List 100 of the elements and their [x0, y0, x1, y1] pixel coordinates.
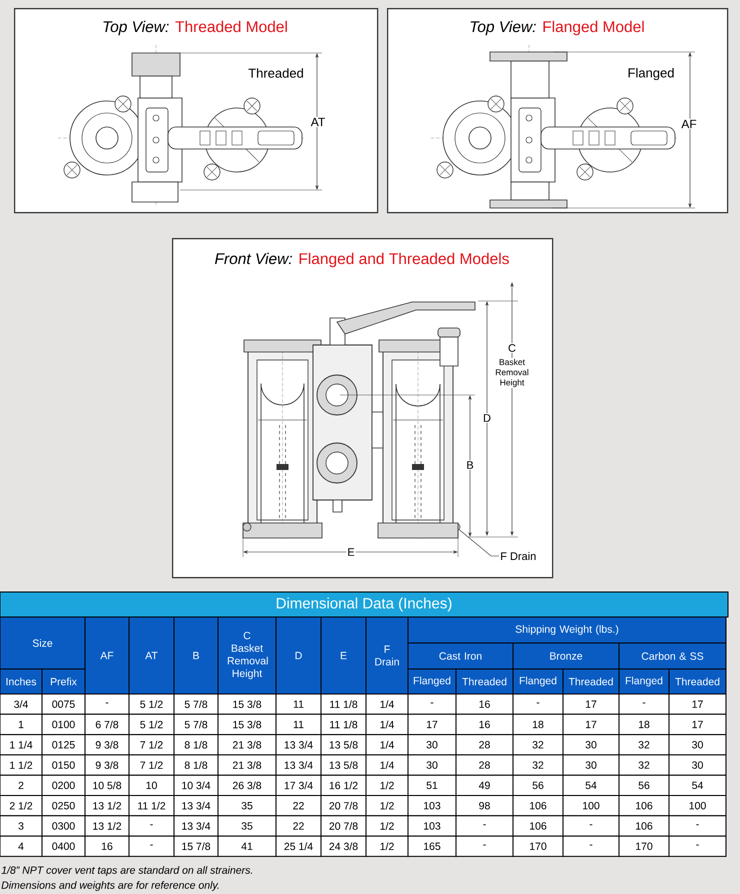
table-cell: 30 — [408, 734, 456, 756]
table-cell: 13 1/2 — [84, 795, 130, 816]
header-cell: Prefix — [42, 668, 86, 694]
table-cell: - — [128, 836, 174, 857]
table-cell: 10 3/4 — [174, 774, 218, 796]
table-cell: 13 5/8 — [320, 734, 366, 756]
table-cell: 54 — [668, 774, 726, 796]
table-cell: 30 — [562, 734, 620, 756]
header-cell: AT — [128, 616, 174, 694]
table-cell: 15 3/8 — [218, 714, 276, 736]
table-cell: 6 7/8 — [84, 714, 130, 736]
table-cell: 106 — [618, 795, 670, 816]
table-cell: 1/2 — [366, 774, 408, 796]
table-cell: 106 — [512, 815, 564, 837]
table-cell: 9 3/8 — [84, 754, 130, 776]
table-cell: 13 3/4 — [174, 795, 218, 816]
header-cell: D — [276, 616, 322, 694]
table-cell: 7 1/2 — [128, 754, 174, 776]
table-cell: 21 3/8 — [218, 734, 276, 756]
panel-title: Top View: Threaded Model — [103, 20, 287, 36]
table-cell: 0400 — [42, 836, 86, 857]
header-cell: Threaded — [562, 668, 620, 694]
table-cell: 22 — [276, 815, 322, 837]
table-cell: 54 — [562, 774, 620, 796]
table-cell: 49 — [456, 774, 514, 796]
dimension-label: D — [482, 413, 492, 423]
table-cell: 11 — [276, 694, 322, 715]
table-cell: 100 — [668, 795, 726, 816]
table-title-bar: Dimensional Data (Inches) — [0, 592, 728, 618]
table-cell: 41 — [218, 836, 276, 857]
header-cell: Threaded — [456, 668, 514, 694]
panel-title: Front View: Flanged and Threaded Models — [215, 252, 509, 268]
panel-title: Top View: Flanged Model — [470, 20, 644, 36]
table-cell: 56 — [512, 774, 564, 796]
table-cell: 1/2 — [366, 795, 408, 816]
table-cell: 13 3/4 — [174, 815, 218, 837]
table-cell: 35 — [218, 815, 276, 837]
header-cell: Flanged — [408, 668, 456, 694]
table-cell: - — [456, 815, 514, 837]
leader-line — [459, 529, 500, 556]
table-cell: 170 — [512, 836, 564, 857]
table-cell: 100 — [562, 795, 620, 816]
table-cell: 18 — [512, 714, 564, 736]
view-label: Flanged — [628, 68, 674, 80]
table-cell: - — [456, 836, 514, 857]
header-cell: Inches — [0, 668, 42, 694]
table-cell: 30 — [668, 754, 726, 776]
table-cell: 22 — [276, 795, 322, 816]
table-cell: 1/2 — [366, 815, 408, 837]
table-cell: 15 3/8 — [218, 694, 276, 715]
table-cell: 32 — [618, 754, 670, 776]
table-cell: 28 — [456, 754, 514, 776]
table-cell: 1 — [0, 714, 42, 736]
table-cell: 1/4 — [366, 694, 408, 715]
table-cell: 3/4 — [0, 694, 42, 715]
table-cell: 2 — [0, 774, 42, 796]
table-cell: 11 — [276, 714, 322, 736]
table-cell: - — [512, 694, 564, 715]
table-cell: 20 7/8 — [320, 795, 366, 816]
table-cell: - — [668, 836, 726, 857]
header-cell: E — [320, 616, 366, 694]
table-cell: 3 — [0, 815, 42, 837]
table-cell: 103 — [408, 795, 456, 816]
table-cell: 0125 — [42, 734, 86, 756]
table-cell: 0300 — [42, 815, 86, 837]
table-cell: 30 — [408, 754, 456, 776]
table-cell: 13 3/4 — [276, 754, 322, 776]
table-cell: 32 — [512, 734, 564, 756]
table-cell: 1/4 — [366, 714, 408, 736]
header-cell: B — [174, 616, 218, 694]
table-cell: - — [84, 694, 130, 715]
table-cell: 170 — [618, 836, 670, 857]
dimension-label: Basket Removal Height — [488, 358, 536, 388]
drain-label: F Drain — [501, 552, 536, 560]
view-label: Threaded — [248, 68, 303, 78]
table-cell: 32 — [618, 734, 670, 756]
table-cell: 1/4 — [366, 734, 408, 756]
header-cell: Threaded — [668, 668, 726, 694]
footnote: Dimensions and weights are for reference only. — [2, 881, 219, 891]
table-cell: 32 — [512, 754, 564, 776]
table-cell: 7 1/2 — [128, 734, 174, 756]
table-cell: 8 1/8 — [174, 734, 218, 756]
table-cell: 13 3/4 — [276, 734, 322, 756]
table-cell: 17 — [668, 694, 726, 715]
table-cell: 103 — [408, 815, 456, 837]
table-cell: 0100 — [42, 714, 86, 736]
table-cell: 106 — [618, 815, 670, 837]
table-cell: 16 — [456, 694, 514, 715]
table-cell: 11 1/8 — [320, 694, 366, 715]
table-cell: 5 7/8 — [174, 714, 218, 736]
table-cell: 1 1/4 — [0, 734, 42, 756]
table-cell: 10 — [128, 774, 174, 796]
table-cell: 30 — [668, 734, 726, 756]
table-cell: 13 5/8 — [320, 754, 366, 776]
footnote: 1/8” NPT cover vent taps are standard on all strainers. — [1, 866, 252, 876]
table-cell: 11 1/8 — [320, 714, 366, 736]
table-cell: 1/4 — [366, 754, 408, 776]
table-cell: - — [618, 694, 670, 715]
table-cell: 24 3/8 — [320, 836, 366, 857]
table-cell: 1 1/2 — [0, 754, 42, 776]
